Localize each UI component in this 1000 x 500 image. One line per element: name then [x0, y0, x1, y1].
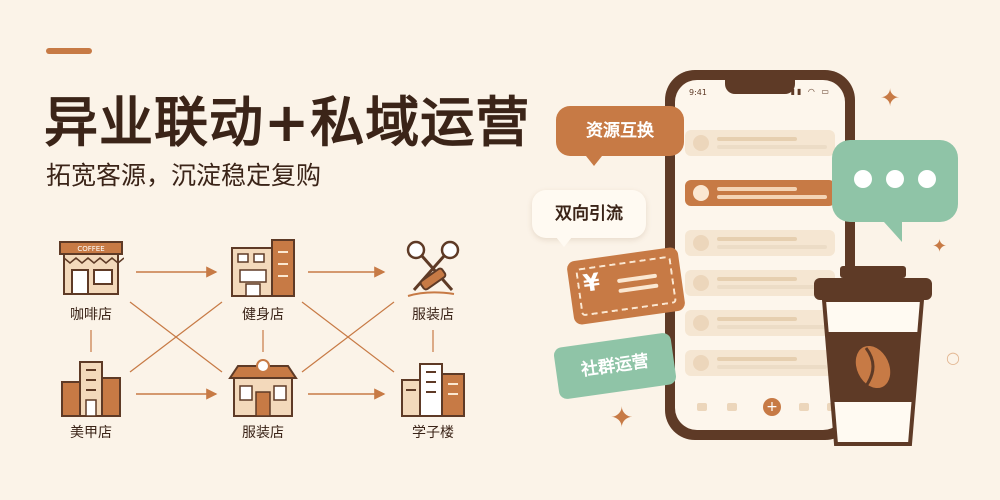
bubble-two-way-traffic: 双向引流 [532, 190, 646, 247]
node-label-tailor: 服装店 [412, 307, 454, 323]
sparkle-icon: ✦ [880, 84, 901, 112]
yen-symbol: ¥ [581, 267, 602, 298]
sparkle-icon: ✦ [610, 401, 634, 434]
list-item [685, 270, 835, 296]
storefront-icon [228, 359, 298, 417]
network-links [90, 266, 434, 400]
accent-bar [46, 48, 92, 54]
node-tailor: 服装店 [378, 238, 488, 324]
city-buildings-icon [401, 363, 465, 417]
phone-mockup: 9:41 ▮▮ ◠ ▭ + [665, 70, 855, 440]
node-label-gym: 健身店 [242, 307, 284, 323]
tag-community: 社群运营 [552, 332, 678, 400]
headline: 异业联动+私域运营 [44, 91, 531, 154]
node-label-salon: 美甲店 [70, 425, 112, 441]
phone-screen: 9:41 ▮▮ ◠ ▭ + [675, 80, 845, 430]
node-salon: 美甲店 [36, 358, 146, 442]
phone-tab-bar: + [693, 398, 837, 416]
circle-icon: ○ [946, 348, 960, 367]
node-mall: 学子楼 [378, 358, 488, 442]
bubble-resource-exchange: 资源互换 [556, 106, 684, 166]
list-item [685, 230, 835, 256]
gym-building-icon [231, 239, 295, 297]
phone-notch [725, 80, 795, 94]
node-cafe: COFFEE 咖啡店 [36, 238, 146, 324]
scissors-needle-icon [406, 240, 460, 297]
coffee-cup-icon [814, 266, 932, 446]
add-icon[interactable]: + [763, 398, 781, 416]
node-clothing: 服装店 [208, 358, 318, 442]
node-label-mall: 学子楼 [412, 425, 454, 441]
cross-line-2 [129, 301, 223, 373]
list-item [685, 310, 835, 336]
office-building-icon [61, 361, 121, 417]
node-label-cafe: 咖啡店 [70, 307, 112, 323]
subheadline: 拓宽客源，沉淀稳定复购 [46, 161, 322, 190]
list-item [685, 350, 835, 376]
list-item-active[interactable] [685, 180, 835, 206]
list-item [685, 130, 835, 156]
chat-bubble-icon [832, 140, 958, 242]
status-time: 9:41 [689, 88, 707, 97]
cross-line-4 [301, 301, 395, 373]
coffee-shop-icon: COFFEE [59, 241, 124, 295]
cafe-sign: COFFEE [77, 245, 104, 253]
sparkle-icon: ✦ [932, 236, 948, 257]
node-gym: 健身店 [208, 238, 318, 324]
status-icons: ▮▮ ◠ ▭ [790, 87, 831, 96]
node-label-clothing: 服装店 [242, 425, 284, 441]
